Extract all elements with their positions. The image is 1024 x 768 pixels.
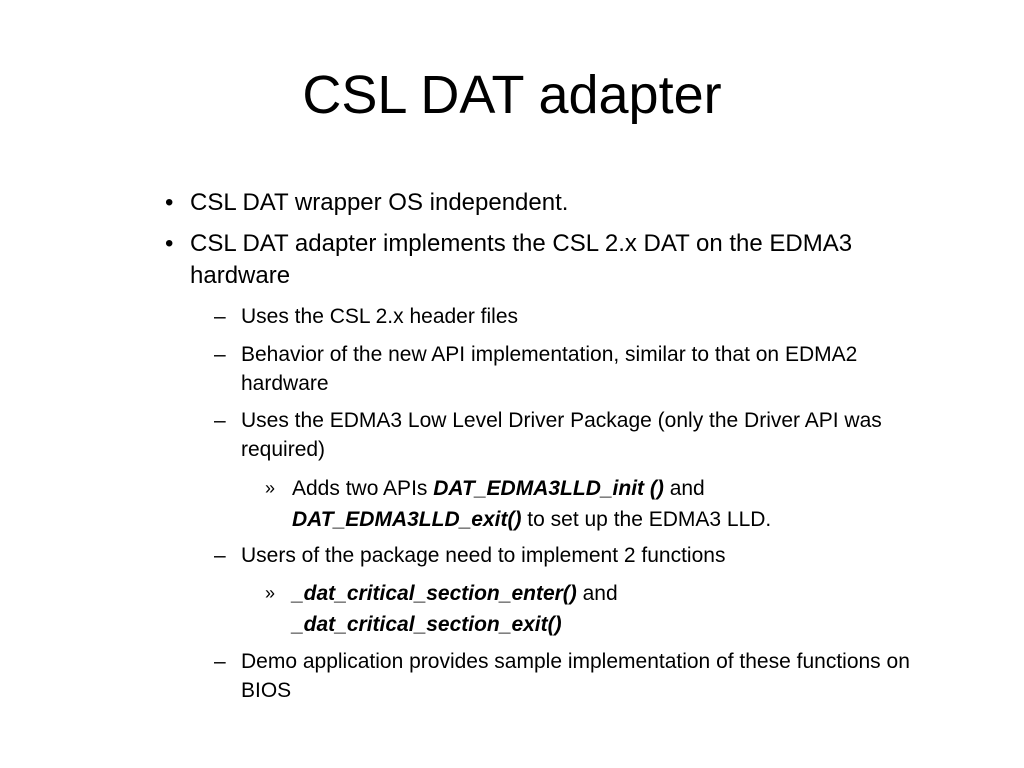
subbullet-marker: – [214,305,226,328]
subsubbullet-adds-apis: » Adds two APIs DAT_EDMA3LLD_init () and… [265,473,912,535]
api-init-name: DAT_EDMA3LLD_init () [433,477,664,500]
subsubbullet-connector: and [663,477,705,500]
subbullet-text: Uses the EDMA3 Low Level Driver Package … [241,409,882,461]
fn-exit-name: _dat_critical_section_exit() [292,613,562,636]
subbullet-text: Uses the CSL 2.x header files [241,305,519,328]
subsubbullet-marker: » [265,478,276,498]
subbullet-marker: – [214,650,226,673]
subbullet-behavior: – Behavior of the new API implementation… [214,340,931,398]
subsubbullet-marker: » [265,583,276,603]
bullet-marker: • [165,230,174,257]
bullet-text: CSL DAT wrapper OS independent. [190,189,569,216]
subsubbullet-connector: and [576,582,618,605]
subbullet-implement-functions: – Users of the package need to implement… [214,541,931,570]
subbullet-text: Users of the package need to implement 2… [241,544,726,567]
subsubbullet-suffix: to set up the EDMA3 LLD. [521,508,772,531]
subbullet-text: Behavior of the new API implementation, … [241,343,858,395]
subbullet-marker: – [214,343,226,366]
subsubbullet-critical-section: » _dat_critical_section_enter() and _dat… [265,578,912,640]
fn-enter-name: _dat_critical_section_enter() [292,582,577,605]
bullet-adapter-implements: • CSL DAT adapter implements the CSL 2.x… [165,228,910,292]
slide-title: CSL DAT adapter [302,65,722,125]
api-exit-name: DAT_EDMA3LLD_exit() [292,508,522,531]
subbullet-marker: – [214,544,226,567]
subsubbullet-prefix: Adds two APIs [292,477,434,500]
subbullet-header-files: – Uses the CSL 2.x header files [214,302,931,331]
subbullet-lld-package: – Uses the EDMA3 Low Level Driver Packag… [214,406,931,464]
bullet-wrapper-os-independent: • CSL DAT wrapper OS independent. [165,187,910,219]
subbullet-demo-application: – Demo application provides sample imple… [214,647,931,705]
bullet-marker: • [165,189,174,216]
subbullet-text: Demo application provides sample impleme… [241,650,910,702]
subbullet-marker: – [214,409,226,432]
bullet-text: CSL DAT adapter implements the CSL 2.x D… [190,230,853,289]
